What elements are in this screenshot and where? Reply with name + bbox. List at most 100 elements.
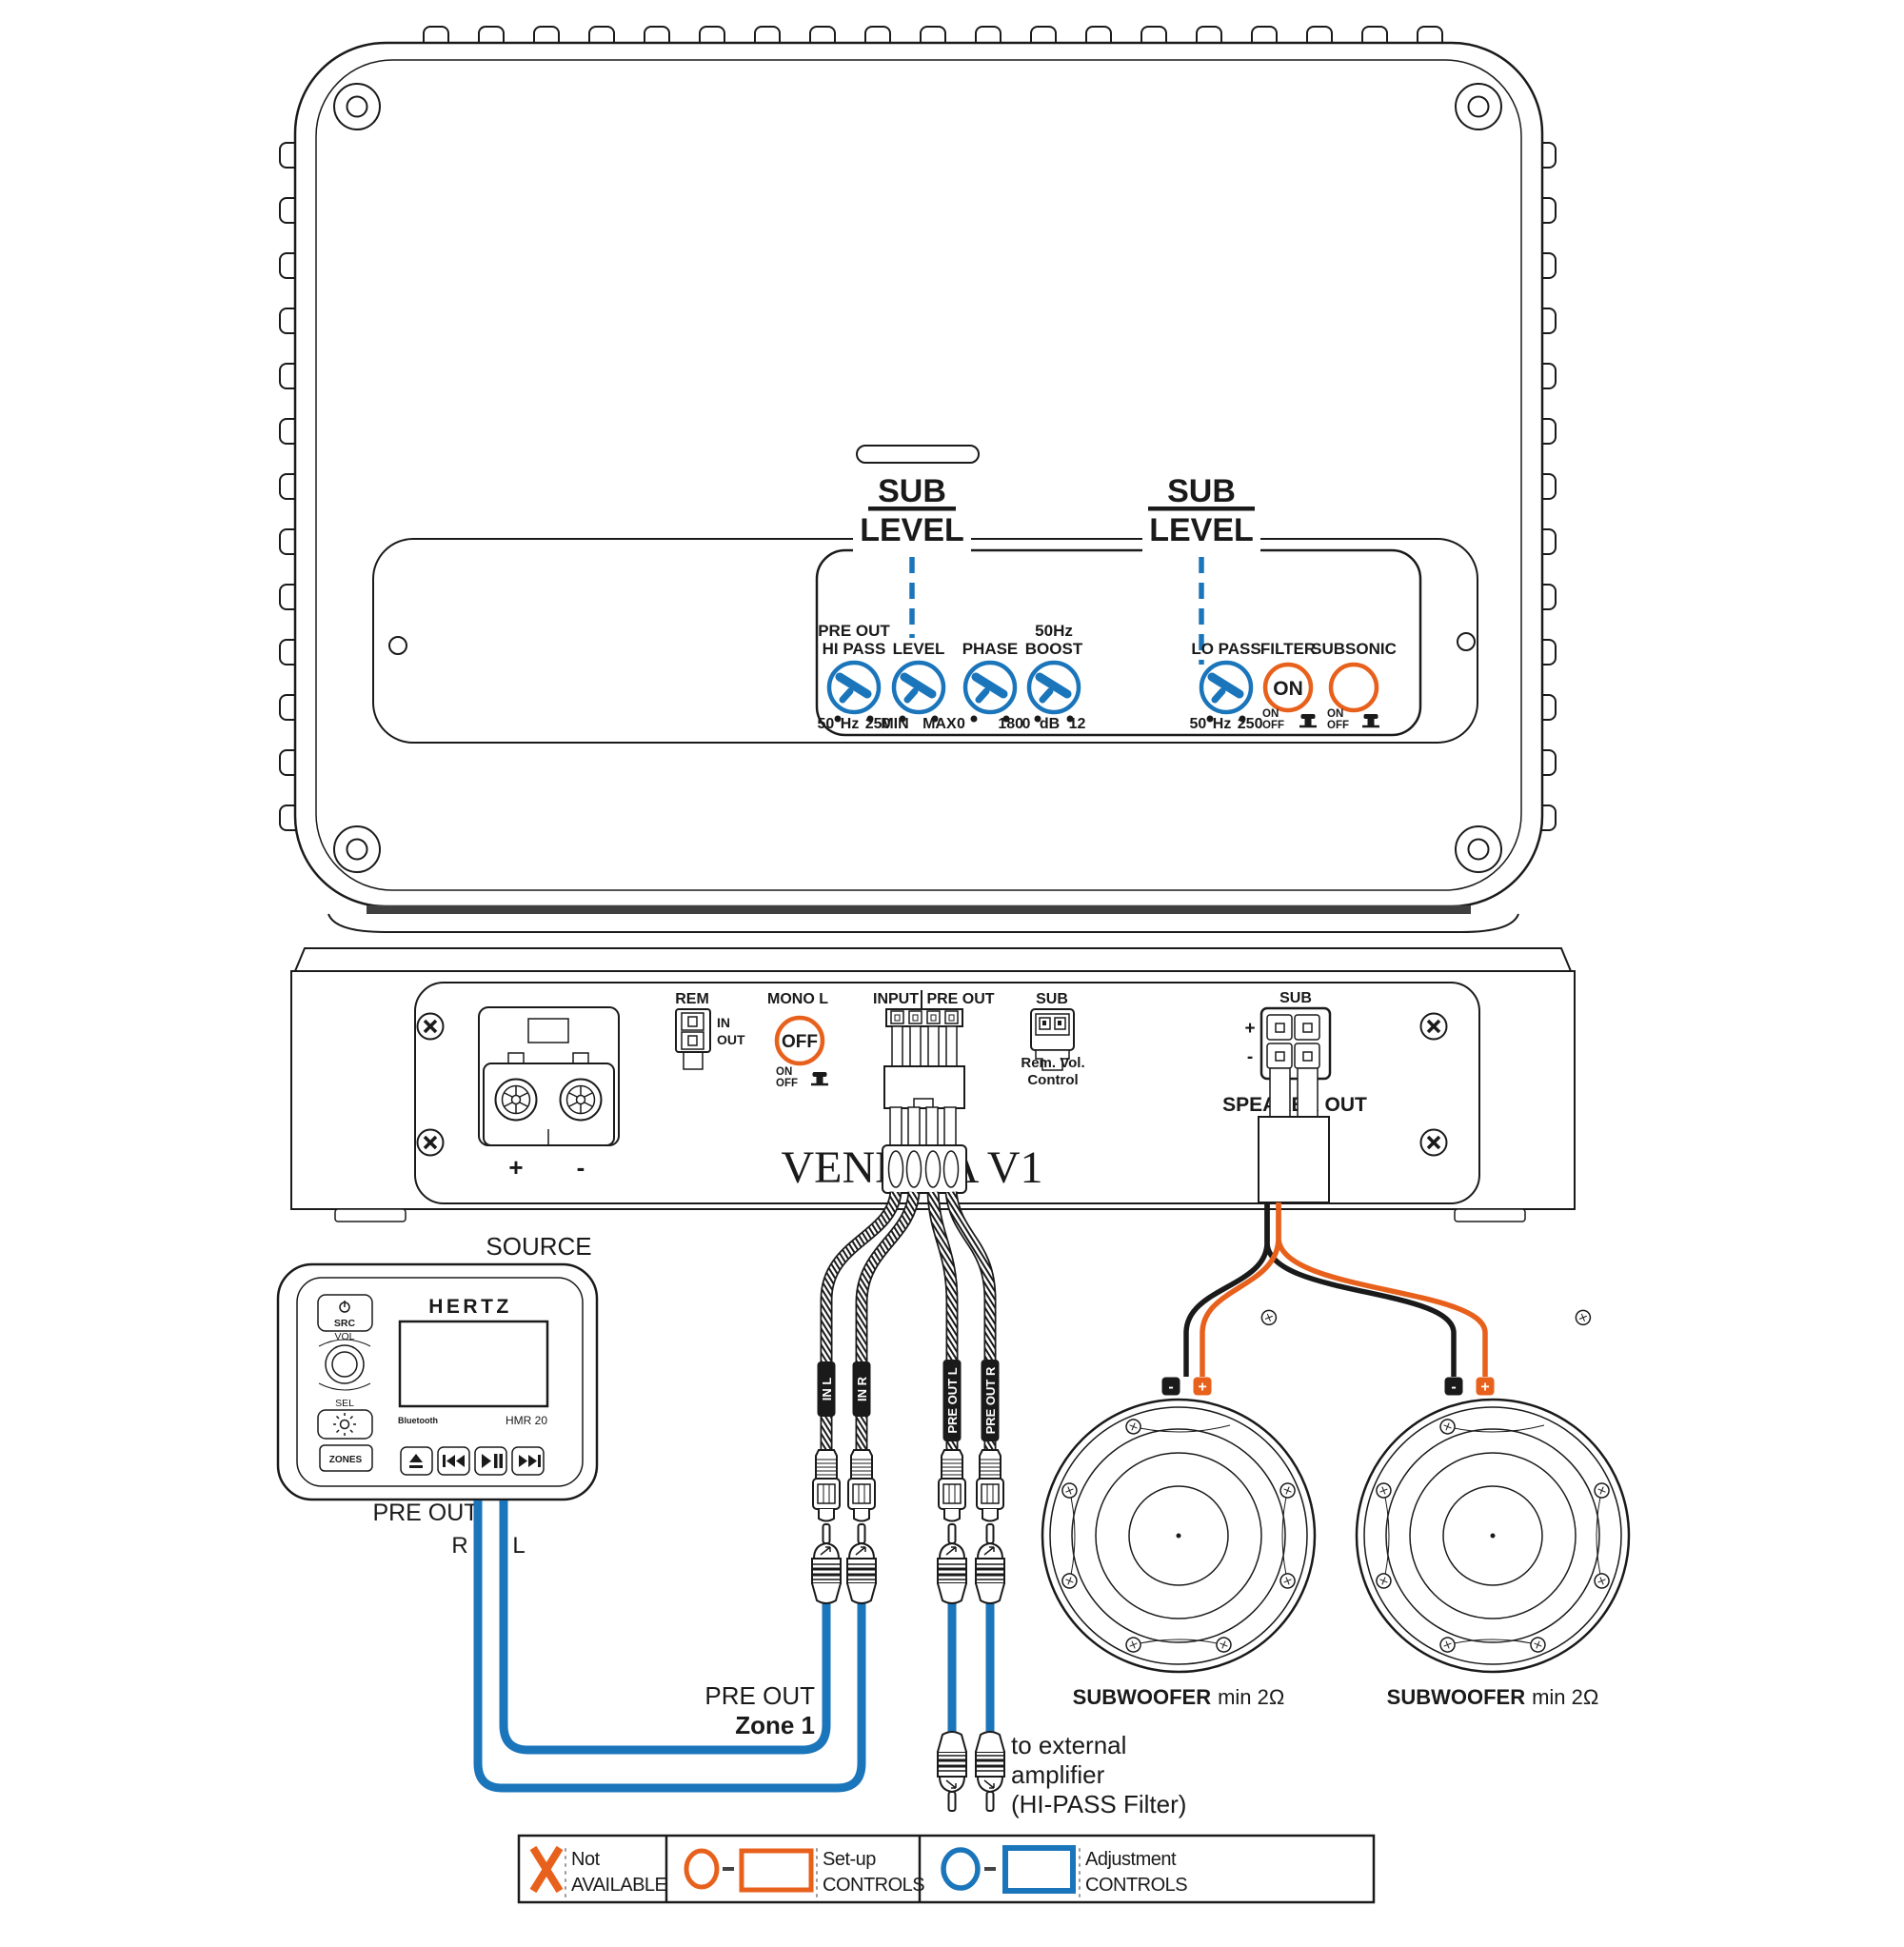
corner-screw bbox=[1455, 825, 1502, 873]
cable-tag-text: PRE OUT L bbox=[945, 1367, 960, 1433]
filter-title: FILTER bbox=[1260, 640, 1316, 658]
preout-label: PRE OUT bbox=[926, 991, 994, 1007]
filter-on-label: ON bbox=[1262, 708, 1279, 720]
amp-front-edge bbox=[367, 905, 1471, 914]
knob-title: BOOST bbox=[1025, 640, 1083, 658]
sub-level-1-top: SUB bbox=[878, 473, 946, 509]
cable-tag-preout-l: PRE OUT L bbox=[942, 1360, 962, 1441]
sub2-minus-badge: - bbox=[1444, 1377, 1463, 1396]
knob-title: HI PASS bbox=[823, 640, 886, 658]
input-preout-connector: INPUT PRE OUT bbox=[873, 990, 995, 1194]
plus-glyph: + bbox=[1198, 1380, 1206, 1396]
rear-top-face bbox=[293, 947, 1573, 972]
inline-connector bbox=[976, 1449, 1004, 1522]
sub-level-2-bottom: LEVEL bbox=[1149, 512, 1254, 548]
knob-title: LEVEL bbox=[893, 640, 945, 658]
cable-source-l bbox=[499, 1500, 831, 1755]
speaker-out-label: SPEAKER OUT bbox=[1222, 1094, 1367, 1116]
knob-range: 50 Hz 250 bbox=[1190, 716, 1263, 732]
power-terminal-minus bbox=[559, 1078, 603, 1122]
twisted-cables: IN L IN R PRE OUT L PRE OUT R bbox=[810, 1190, 1006, 1813]
rem-label: REM bbox=[675, 991, 709, 1007]
cable-source-r bbox=[473, 1500, 866, 1793]
speaker-wire-positive bbox=[1276, 1202, 1488, 1377]
knob-boost: 50Hz BOOST 0 dB 12 bbox=[1022, 622, 1086, 732]
annotations: PRE OUT Zone 1 to external amplifier (HI… bbox=[704, 1681, 1186, 1818]
sub-output-connector: SUB + - SPEAKER OUT bbox=[1222, 990, 1367, 1203]
sub2-plus-badge: + bbox=[1476, 1377, 1495, 1396]
rca-plug bbox=[845, 1522, 878, 1605]
zones-label: ZONES bbox=[329, 1455, 363, 1465]
sub-out-label: SUB bbox=[1279, 990, 1312, 1006]
knob-level: LEVEL MIN MAX bbox=[881, 640, 957, 732]
sub-level-callout-1: SUB LEVEL bbox=[853, 473, 971, 638]
blue-cables bbox=[473, 1500, 995, 1793]
amp-bottom-lip bbox=[327, 913, 1519, 933]
external-amp-line1: to external bbox=[1011, 1731, 1126, 1759]
cable-tag-in-l: IN L bbox=[817, 1361, 836, 1417]
subwoofer-1 bbox=[1042, 1308, 1315, 1672]
source-face bbox=[296, 1277, 584, 1487]
rca-plug-down bbox=[936, 1730, 968, 1813]
knob-range: MIN MAX bbox=[881, 716, 957, 732]
src-button: SRC bbox=[317, 1294, 373, 1332]
panel-screw bbox=[1418, 1011, 1449, 1042]
previous-button bbox=[437, 1446, 470, 1476]
amp-rear-view: VENEZIA V1 + - REM bbox=[290, 947, 1576, 1222]
panel-screw bbox=[415, 1011, 446, 1042]
legend-text: Not bbox=[571, 1849, 601, 1870]
sub-remote-label: SUB bbox=[1036, 991, 1068, 1007]
power-minus-label: - bbox=[577, 1153, 585, 1182]
minus-glyph: - bbox=[1451, 1380, 1456, 1396]
input-label: INPUT bbox=[873, 991, 919, 1007]
mono-off-label: OFF bbox=[776, 1078, 798, 1089]
sel-label: SEL bbox=[335, 1398, 354, 1409]
blue-circle-icon bbox=[941, 1847, 981, 1891]
source-r-label: R bbox=[451, 1533, 467, 1559]
filter-switch: FILTER ON ON OFF bbox=[1260, 640, 1319, 731]
subsonic-off-label: OFF bbox=[1327, 720, 1349, 731]
corner-screw bbox=[333, 825, 381, 873]
amp-top-face bbox=[315, 59, 1522, 891]
rca-plug bbox=[810, 1522, 843, 1605]
src-label: SRC bbox=[334, 1318, 356, 1329]
power-terminal-plus bbox=[494, 1078, 538, 1122]
knob-phase: PHASE 0 180 bbox=[957, 640, 1023, 732]
panel-screw bbox=[415, 1127, 446, 1158]
blue-rect-icon bbox=[1002, 1845, 1076, 1894]
knob-range: 0 180 bbox=[957, 716, 1023, 732]
previous-icon bbox=[443, 1455, 465, 1467]
eject-button bbox=[400, 1446, 433, 1476]
knob-range: 0 dB 12 bbox=[1022, 716, 1086, 732]
power-connector: + - bbox=[478, 1006, 620, 1182]
rca-plug bbox=[936, 1522, 968, 1605]
legend-adjustment-controls: Adjustment CONTROLS bbox=[941, 1845, 1188, 1897]
zone-name-label: Zone 1 bbox=[735, 1711, 815, 1739]
subsonic-title: SUBSONIC bbox=[1311, 640, 1397, 658]
cable-tag-in-r: IN R bbox=[852, 1361, 871, 1417]
knob-title: 50Hz bbox=[1035, 622, 1073, 640]
brightness-icon bbox=[333, 1413, 356, 1436]
sub-level-1-bottom: LEVEL bbox=[860, 512, 964, 548]
slot bbox=[856, 445, 980, 464]
x-icon bbox=[529, 1845, 564, 1894]
mono-state: OFF bbox=[782, 1032, 818, 1052]
cable-tag-text: IN R bbox=[855, 1376, 869, 1401]
rem-vol-line1: Rem. Vol. bbox=[1021, 1055, 1084, 1071]
corner-screw bbox=[1455, 83, 1502, 130]
sub-level-callout-2: SUB LEVEL bbox=[1142, 473, 1260, 665]
legend-text: Adjustment bbox=[1085, 1849, 1177, 1870]
play-pause-button bbox=[474, 1446, 507, 1476]
sub-out-plus: + bbox=[1244, 1019, 1255, 1039]
subwoofer-2 bbox=[1357, 1308, 1629, 1672]
inline-connector bbox=[938, 1449, 966, 1522]
knob-lopass: LO PASS 50 Hz 250 bbox=[1190, 640, 1263, 732]
rem-out-label: OUT bbox=[717, 1032, 745, 1047]
knob-title: LO PASS bbox=[1191, 640, 1260, 658]
source-unit: SOURCE SRC VOL SEL ZONES HE bbox=[276, 1232, 599, 1559]
speaker-wire-negative bbox=[1264, 1202, 1457, 1377]
legend-text: AVAILABLE bbox=[571, 1875, 667, 1896]
